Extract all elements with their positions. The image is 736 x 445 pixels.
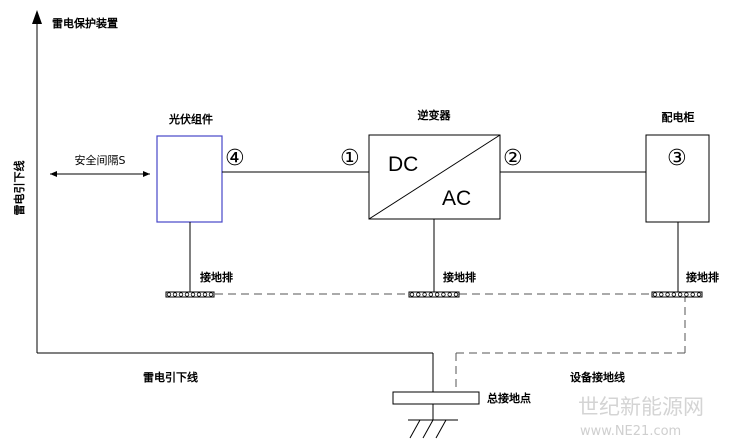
busbar-inverter [408, 291, 460, 298]
busbar-inverter-label: 接地排 [443, 270, 476, 284]
inverter-ac-label: AC [442, 187, 471, 210]
inverter-label: 逆变器 [418, 108, 452, 122]
down-conductor-horizontal-label: 雷电引下线 [143, 370, 198, 384]
marker-2: ② [503, 146, 523, 171]
lightning-device-label: 雷电保护装置 [52, 16, 118, 30]
up-arrow-icon [32, 10, 42, 24]
safety-gap: 安全间隔S [50, 153, 150, 177]
safety-gap-label: 安全间隔S [75, 153, 126, 167]
equipment-ground-line [215, 293, 686, 392]
marker-3: ③ [667, 146, 687, 171]
busbar-pv [165, 291, 215, 298]
inverter: DC AC 逆变器 [368, 108, 501, 220]
equipment-ground-line-label: 设备接地线 [570, 370, 625, 384]
marker-1: ① [340, 146, 360, 171]
main-ground-point: 总接地点 [392, 353, 531, 439]
watermark-url: www.NE21.com [580, 424, 681, 439]
cabinet-label: 配电柜 [662, 110, 695, 124]
down-conductor-vertical-label: 雷电引下线 [12, 161, 26, 216]
busbar-pv-label: 接地排 [200, 270, 233, 284]
busbar-cabinet [651, 291, 703, 298]
busbar-cabinet-label: 接地排 [686, 270, 719, 284]
pv-module: 光伏组件 [156, 112, 223, 223]
ground-symbol-icon [409, 419, 447, 439]
distribution-cabinet: 配电柜 [645, 110, 710, 223]
watermark-title: 世纪新能源网 [578, 395, 704, 419]
pv-module-label: 光伏组件 [168, 112, 213, 126]
marker-4: ④ [225, 146, 245, 171]
lightning-down-conductor [32, 10, 433, 354]
main-ground-point-label: 总接地点 [487, 391, 531, 405]
inverter-dc-label: DC [388, 153, 418, 176]
